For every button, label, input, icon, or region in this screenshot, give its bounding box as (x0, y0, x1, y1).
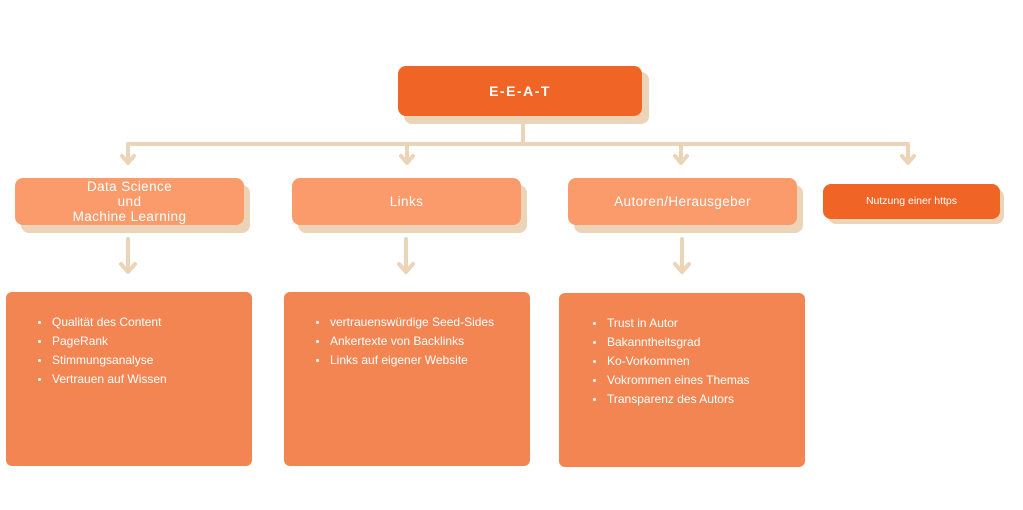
root-label: E-E-A-T (489, 82, 551, 99)
detail-item: Ankertexte von Backlinks (314, 332, 530, 351)
detail-arrowhead-3 (673, 262, 691, 274)
branch-arrowhead-3 (673, 154, 689, 165)
detail-item: Vokrommen eines Themas (591, 371, 805, 390)
category-node-autoren: Autoren/Herausgeber (568, 178, 797, 225)
detail-item: Vertrauen auf Wissen (36, 370, 252, 389)
category-label-line: und (117, 194, 142, 209)
category-label-line: Data Science (86, 179, 173, 194)
branch-arrowhead-1 (120, 154, 136, 165)
detail-item: Ko-Vorkommen (591, 352, 805, 371)
detail-list: vertrauenswürdige Seed-Sides Ankertexte … (314, 313, 530, 370)
branch-arrowhead-4 (900, 154, 916, 165)
category-label-line: Machine Learning (72, 209, 187, 224)
detail-item: Stimmungsanalyse (36, 351, 252, 370)
detail-arrowhead-1 (119, 262, 137, 274)
category-label-line: Links (389, 194, 424, 209)
detail-box-data-science: Qualität des Content PageRank Stimmungsa… (6, 292, 252, 466)
detail-list: Qualität des Content PageRank Stimmungsa… (36, 313, 252, 389)
category-node-https: Nutzung einer https (823, 184, 1000, 219)
category-label-line: Nutzung einer https (865, 195, 958, 207)
detail-item: vertrauenswürdige Seed-Sides (314, 313, 530, 332)
detail-item: Transparenz des Autors (591, 390, 805, 409)
category-node-data-science: Data Science und Machine Learning (15, 178, 244, 225)
detail-box-autoren: Trust in Autor Bakanntheitsgrad Ko-Vorko… (559, 293, 805, 467)
detail-arrowhead-2 (397, 262, 415, 274)
detail-item: Trust in Autor (591, 314, 805, 333)
root-node: E-E-A-T (398, 66, 642, 116)
detail-item: Bakanntheitsgrad (591, 333, 805, 352)
branch-arrowhead-2 (399, 154, 415, 165)
detail-item: Qualität des Content (36, 313, 252, 332)
detail-item: PageRank (36, 332, 252, 351)
detail-list: Trust in Autor Bakanntheitsgrad Ko-Vorko… (591, 314, 805, 409)
detail-box-links: vertrauenswürdige Seed-Sides Ankertexte … (284, 292, 530, 466)
category-node-links: Links (292, 178, 521, 225)
category-label-line: Autoren/Herausgeber (614, 194, 751, 209)
detail-item: Links auf eigener Website (314, 351, 530, 370)
